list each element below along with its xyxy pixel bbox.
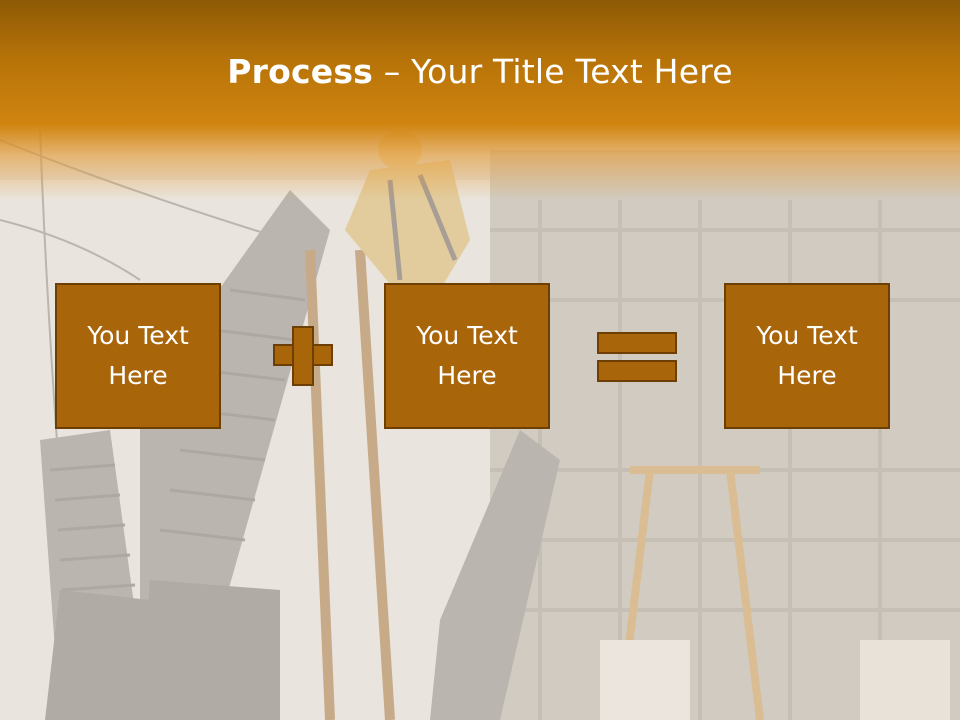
process-box-3-line1: You Text [756,321,858,350]
process-box-3-text: You Text Here [737,316,877,396]
process-box-1-line2: Here [108,361,168,390]
process-box-1-line1: You Text [87,321,189,350]
title-bold: Process [227,52,374,91]
process-box-2-text: You Text Here [397,316,537,396]
process-box-2-line1: You Text [416,321,518,350]
process-box-3-line2: Here [777,361,837,390]
title-rest: – Your Title Text Here [373,52,733,91]
process-box-3[interactable]: You Text Here [724,283,890,429]
slide-title: Process – Your Title Text Here [0,52,960,91]
title-band [0,0,960,200]
process-box-1[interactable]: You Text Here [55,283,221,429]
process-box-2[interactable]: You Text Here [384,283,550,429]
process-box-1-text: You Text Here [68,316,208,396]
process-box-2-line2: Here [437,361,497,390]
